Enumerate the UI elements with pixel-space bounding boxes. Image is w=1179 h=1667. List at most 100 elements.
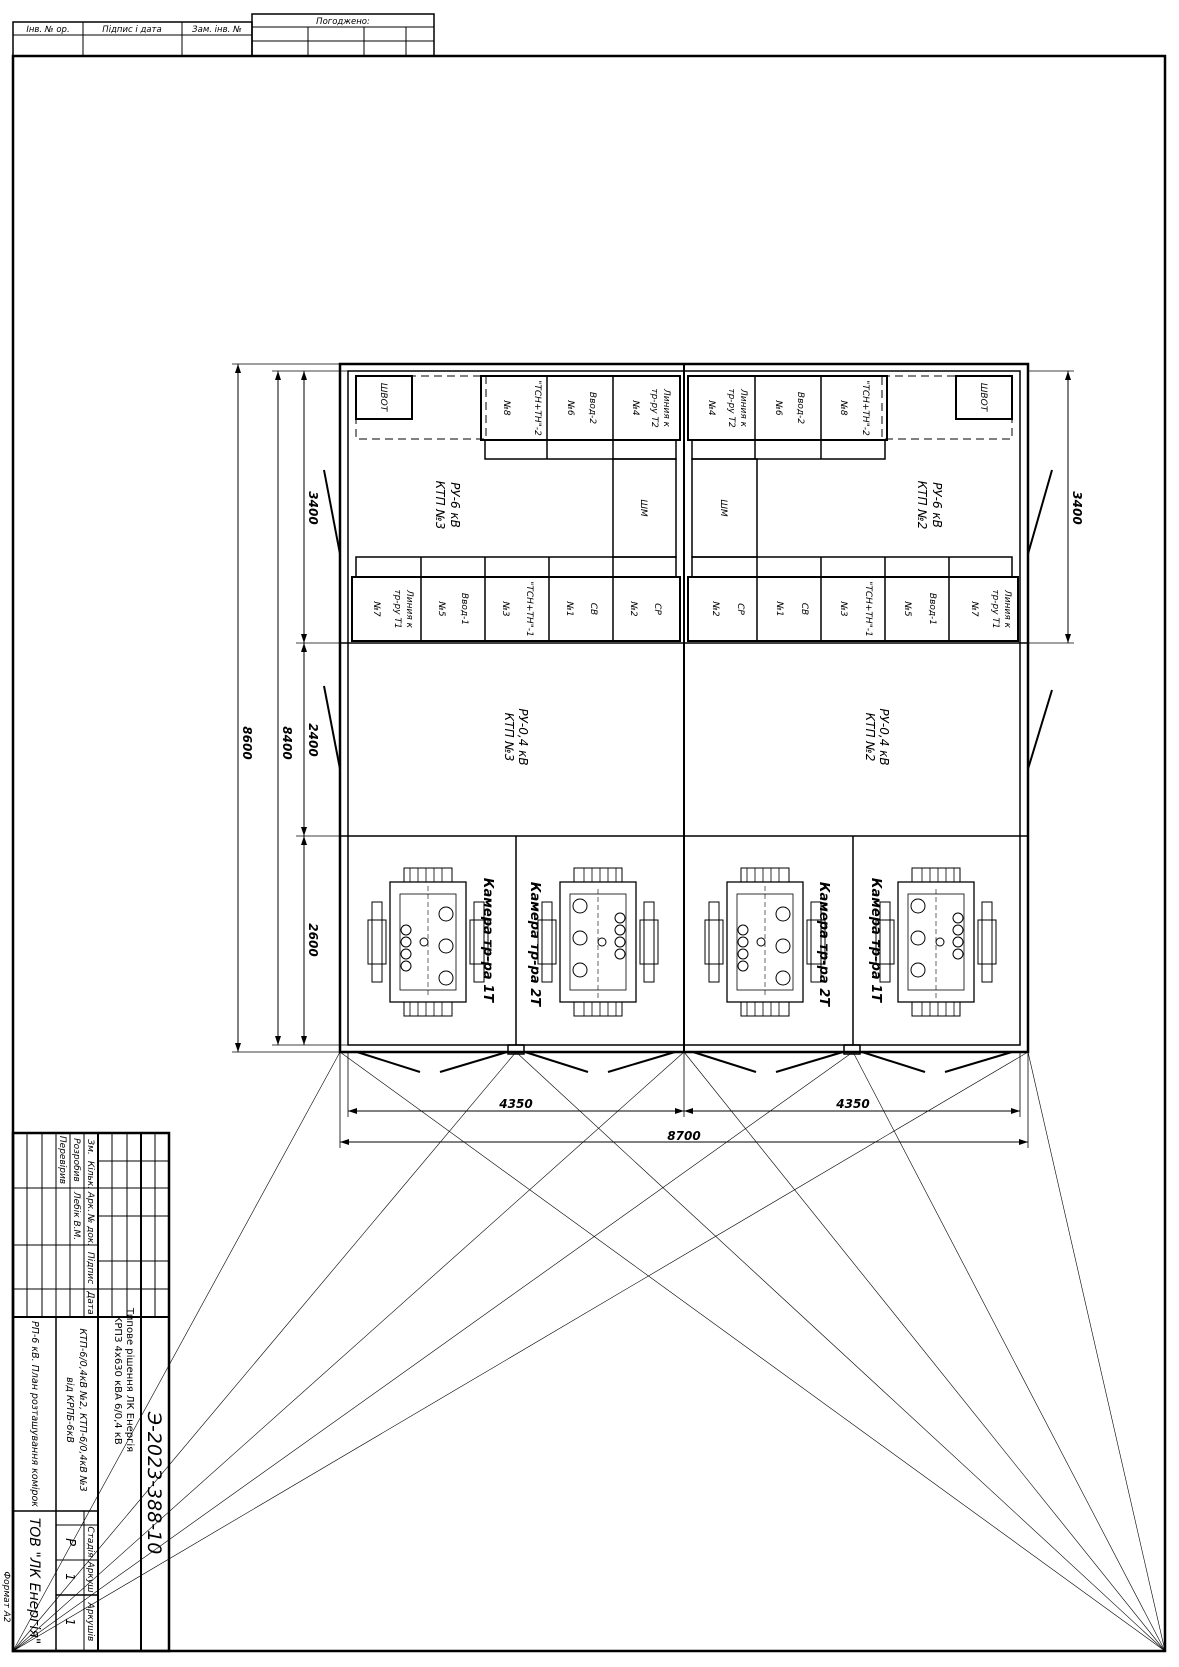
sheet-frame [11, 54, 1167, 1653]
left-bottom-cell-4-l1: СВ [588, 603, 598, 615]
stamp-agreed-label: Погоджено: [316, 17, 370, 27]
tb-signature-header: Підпис [85, 1252, 95, 1284]
right-bottom-cell-3-l2: №3 [838, 600, 848, 616]
left-chamber-2t-label: Камера тр-ра 2Т [527, 882, 542, 1007]
stamp-sign-label: Підпис і дата [102, 25, 161, 35]
right-bottom-cell-4-l2: №5 [902, 600, 912, 616]
right-bottom-cell-1-l2: №2 [710, 600, 720, 616]
right-bottom-cell-3-l1: "ТСН+ТН"-1 [863, 581, 873, 637]
left-bottom-cell-1-l2: тр-ру Т1 [392, 589, 402, 628]
dim-3400-right: 3400 [1070, 491, 1084, 524]
right-6kv-label-2: КТП №2 [915, 481, 929, 530]
tb-checked-label: Перевірив [57, 1136, 67, 1184]
stamp-inv-label: Інв. № ор. [26, 25, 69, 35]
left-top-cell-1-l2: №8 [501, 399, 511, 415]
right-top-cell-2-l1: Ввод-2 [795, 392, 805, 424]
left-top-cell-3-l3: №4 [630, 399, 640, 415]
right-top-cell-1-l1: Линия к [738, 388, 748, 428]
left-top-cell-1-l1: "ТСН+ТН"-2 [532, 380, 542, 436]
tb-project-line-1: Типове рішення ЛК Енергія [124, 1307, 136, 1452]
left-shm-label: ШМ [638, 499, 648, 517]
tb-change-header: Зм. [85, 1139, 95, 1154]
tb-stage-header: Стадія [85, 1526, 95, 1558]
right-top-cell-3-l1: "ТСН+ТН"-2 [860, 380, 870, 436]
top-stamp: Інв. № ор. Підпис і дата Зам. інв. № Пог… [12, 13, 435, 57]
transformer-left-1t [367, 867, 489, 1017]
right-top-cell-1-l3: №4 [706, 399, 716, 415]
tb-qty-header: Кільк. [85, 1161, 95, 1189]
left-bottom-cell-5-l2: №2 [628, 600, 638, 616]
dim-inner-height: 8400 [280, 726, 294, 759]
right-top-cell-2-l2: №6 [773, 399, 783, 415]
tb-document-code: Э-2023-388-10 [143, 1411, 165, 1555]
right-04kv-label-1: РУ-0,4 кВ [877, 708, 891, 765]
left-bottom-cell-1-l1: Линия к [404, 589, 414, 629]
right-6kv-label-1: РУ-6 кВ [930, 482, 944, 528]
tb-sheet-title: РП-6 кВ. План розташування комірок [29, 1321, 40, 1507]
dimension-lines [232, 363, 1074, 1148]
dim-total-height: 8600 [240, 726, 254, 759]
paper-format: Формат А2 [1, 1571, 11, 1623]
left-04kv-label-2: КТП №3 [502, 713, 516, 762]
left-top-cell-2-l1: Ввод-2 [587, 392, 597, 424]
right-unit-labels: ШВОТ Линия к тр-ру Т2 №4 Ввод-2 №6 "ТСН+… [706, 380, 1012, 1007]
tb-developer-name: Лебік В.М. [71, 1191, 81, 1240]
right-bottom-cell-5-l2: тр-ру Т1 [990, 589, 1000, 628]
tb-docno-header: № док. [85, 1213, 95, 1246]
right-bottom-cell-5-l1: Линия к [1002, 589, 1012, 629]
right-shvot-cabinet [955, 375, 1013, 420]
left-top-cell-2-l2: №6 [565, 399, 575, 415]
tb-stage-value: Р [62, 1538, 77, 1546]
right-top-cell-1-l2: тр-ру Т2 [726, 388, 736, 428]
right-bottom-cell-5-l3: №7 [969, 600, 979, 616]
right-shvot-label: ШВОТ [978, 383, 988, 413]
right-bottom-cell-1-l1: СР [735, 603, 745, 615]
left-04kv-label-1: РУ-0,4 кВ [516, 708, 530, 765]
tb-sheets-header: Аркушів [85, 1602, 95, 1642]
left-bottom-cell-3-l1: "ТСН+ТН"-1 [524, 581, 534, 637]
left-bottom-cell-5-l1: СР [652, 603, 662, 615]
tb-date-header: Дата [85, 1290, 95, 1314]
left-bottom-cell-4-l2: №1 [564, 600, 574, 616]
right-bottom-cell-2-l1: СВ [799, 603, 809, 615]
right-chamber-2t-label: Камера тр-ра 2Т [816, 882, 831, 1007]
right-top-cell-3-l2: №8 [838, 399, 848, 415]
left-bottom-cell-2-l1: Ввод-1 [459, 593, 469, 625]
stamp-replace-label: Зам. інв. № [192, 25, 242, 35]
title-block: Зм. Кільк. Арк. № док. Підпис Дата Розро… [11, 1131, 171, 1653]
left-shvot-label: ШВОТ [378, 383, 388, 413]
left-top-cell-3-l1: Линия к [661, 388, 671, 428]
tb-object-line-2: від КРПБ-6кВ [64, 1377, 75, 1443]
tb-sheetno-value: 1 [63, 1573, 77, 1581]
dim-3400-left: 3400 [306, 491, 320, 524]
left-chamber-1t-label: Камера тр-ра 1Т [480, 878, 495, 1003]
transformer-right-1t [875, 867, 997, 1017]
dim-half-width-right: 4350 [835, 1097, 869, 1111]
dim-total-width: 8700 [667, 1129, 700, 1143]
left-6kv-label-1: РУ-6 кВ [448, 482, 462, 528]
tb-sheet-header: Арк. [85, 1191, 95, 1212]
right-shm-label: ШМ [718, 499, 728, 517]
transformer-right-2t [704, 867, 826, 1017]
tb-developed-label: Розробив [71, 1138, 81, 1182]
left-unit-labels: ШВОТ "ТСН+ТН"-2 №8 Ввод-2 №6 Линия к тр-… [371, 380, 671, 1007]
right-chamber-1t-label: Камера тр-ра 1Т [868, 878, 883, 1003]
building [323, 362, 1053, 1073]
dim-half-width-left: 4350 [498, 1097, 532, 1111]
left-bottom-cell-1-l3: №7 [371, 600, 381, 616]
left-bottom-cell-2-l2: №5 [436, 600, 446, 616]
left-6kv-label-2: КТП №3 [433, 481, 447, 530]
tb-company: ТОВ "ЛК Енергія" [26, 1518, 42, 1645]
right-bottom-cell-4-l1: Ввод-1 [927, 593, 937, 625]
tb-object-line-1: КТП-6/0,4кВ №2, КТП-6/0,4кВ №3 [77, 1328, 88, 1491]
right-bottom-cell-2-l2: №1 [774, 600, 784, 616]
dim-2600: 2600 [306, 923, 320, 956]
dim-2400: 2400 [306, 723, 320, 756]
right-04kv-label-2: КТП №2 [863, 713, 877, 762]
tb-project-line-2: КРПЗ 4х630 кВА 6/0,4 кВ [112, 1315, 123, 1445]
left-top-cell-3-l2: тр-ру Т2 [649, 388, 659, 428]
left-bottom-cell-3-l2: №3 [500, 600, 510, 616]
tb-sheetno-header: Аркуш [85, 1561, 95, 1593]
left-shvot-cabinet [355, 375, 413, 420]
